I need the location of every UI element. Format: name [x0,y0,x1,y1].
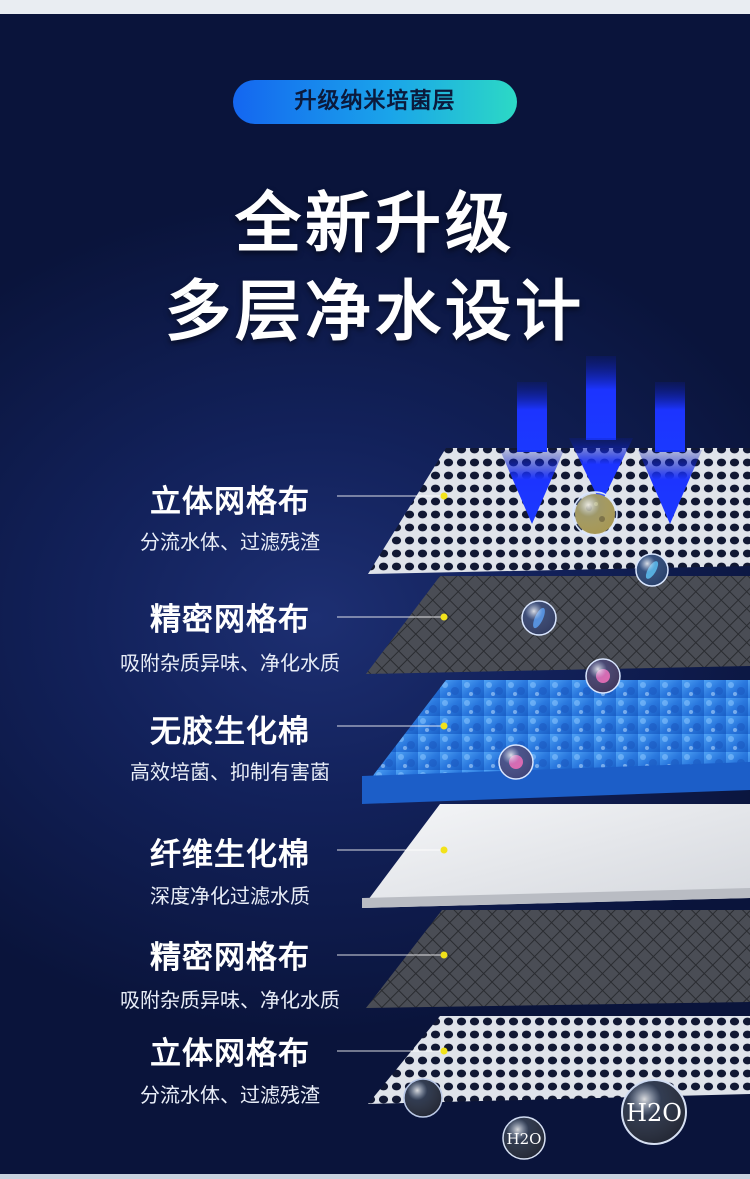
bottom-divider [0,1174,750,1179]
upgrade-badge: 升级纳米培菌层 [233,80,517,124]
h2o-bubble-icon [403,1078,443,1118]
layer-fine-mesh-lower [366,910,750,1008]
particle-bubble-icon [572,491,618,537]
leader-dot [440,1047,448,1055]
bacteria-bubble-icon [585,658,621,694]
layer-4-title: 纤维生化棉 [150,837,310,873]
layer-5-desc: 吸附杂质异味、净化水质 [120,988,340,1012]
layer-3-title: 无胶生化棉 [150,714,310,750]
headline-line-1: 全新升级 [235,185,515,262]
down-arrow-icon [569,356,633,504]
leader-dot [440,846,448,854]
leader-dot [440,722,448,730]
h2o-bubble-icon: H2O [621,1079,687,1145]
layer-5-title: 精密网格布 [150,940,310,976]
layer-fiber-cotton [362,804,750,908]
layer-2-title: 精密网格布 [150,602,310,638]
bacteria-bubble-icon [498,744,534,780]
product-banner: 升级纳米培菌层 全新升级 多层净水设计 [0,14,750,1174]
bacteria-bubble-icon [521,600,557,636]
headline-line-2: 多层净水设计 [165,273,585,350]
leader-dot [440,492,448,500]
filter-layers-illustration: H2O H2O [337,356,750,1160]
leader-dot [440,951,448,959]
layer-6-desc: 分流水体、过滤残渣 [140,1083,320,1107]
layer-6-title: 立体网格布 [150,1036,310,1072]
layer-4-desc: 深度净化过滤水质 [150,884,310,908]
layer-fine-mesh-upper [366,576,750,674]
h2o-bubble-icon: H2O [502,1116,546,1160]
h2o-label: H2O [626,1099,682,1127]
leader-dot [440,613,448,621]
layer-3-desc: 高效培菌、抑制有害菌 [130,760,330,784]
down-arrow-icon [500,382,564,524]
down-arrow-icon [638,382,702,524]
layer-2-desc: 吸附杂质异味、净化水质 [120,651,340,675]
layer-1-title: 立体网格布 [150,484,310,520]
layer-blue-sponge [362,680,750,790]
h2o-label: H2O [507,1130,542,1148]
layer-1-desc: 分流水体、过滤残渣 [140,530,320,554]
bacteria-bubble-icon [635,553,669,587]
